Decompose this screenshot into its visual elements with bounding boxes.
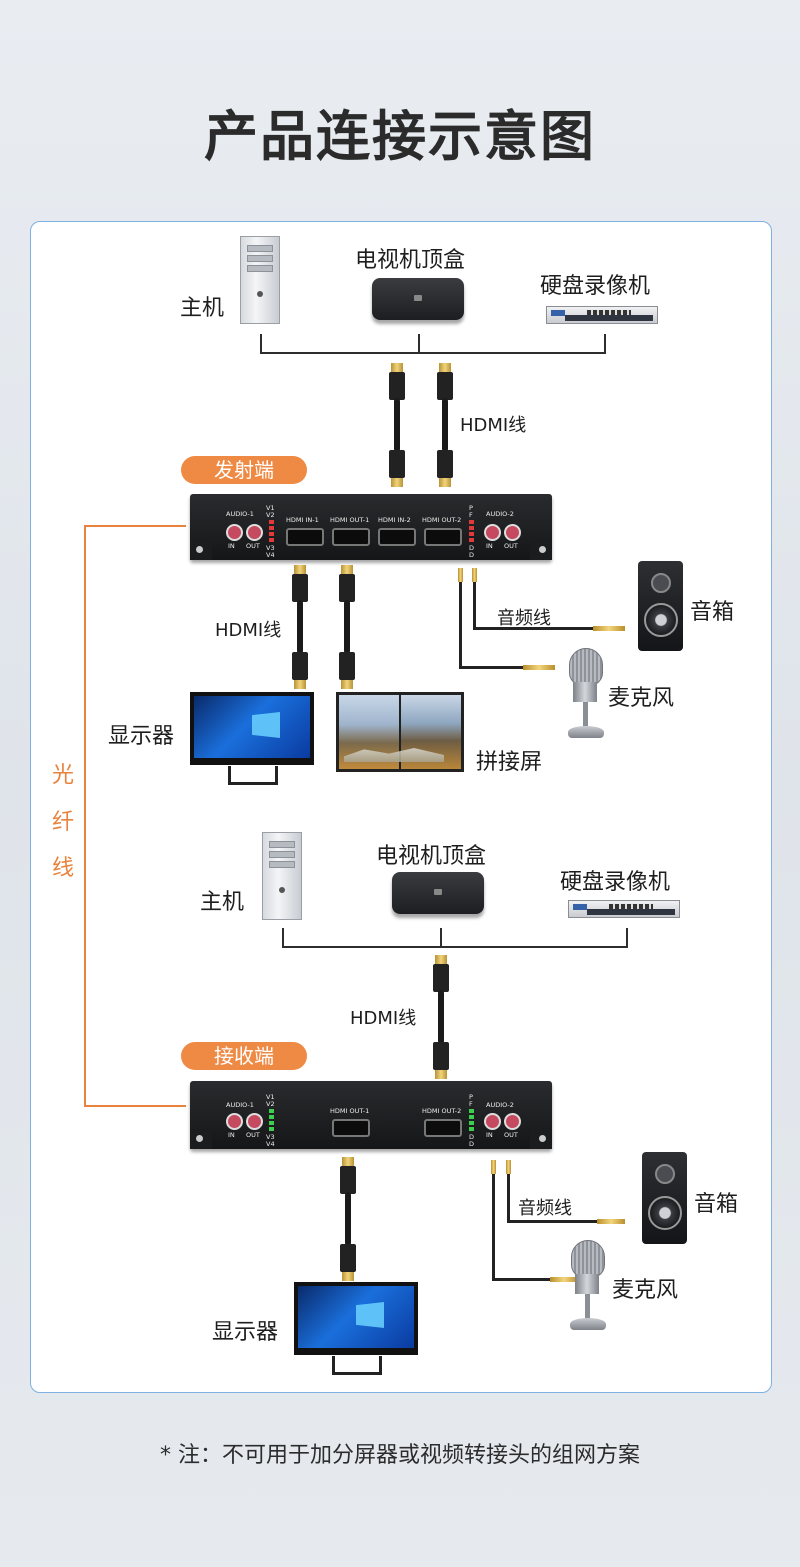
rx-hdmi-out1-port [332, 1119, 370, 1137]
rx-hdmi-out2-port [424, 1119, 462, 1137]
speaker-top [638, 561, 683, 651]
hdmi-cable-tx-2 [339, 565, 355, 689]
receiver-badge: 接收端 [181, 1042, 307, 1070]
monitor-bottom [294, 1282, 418, 1378]
set-top-box-label-bottom: 电视机顶盒 [376, 844, 487, 869]
receiver-box: AUDIO-1 IN OUT V1 V2 V3 V4 HDMI OUT-1 HD… [190, 1081, 552, 1149]
video-wall [336, 692, 464, 772]
hdmi-cable-label-2: HDMI线 [215, 620, 282, 641]
tx-audio1-label: AUDIO-1 [226, 510, 254, 518]
monitor-top [190, 692, 314, 788]
monitor-label-bottom: 显示器 [212, 1320, 279, 1345]
host-label-top: 主机 [180, 296, 225, 321]
hdmi-cable-label-1: HDMI线 [460, 415, 527, 436]
nvr-top [546, 306, 658, 324]
set-top-box-top [372, 278, 464, 320]
page-title: 产品连接示意图 [204, 105, 596, 168]
speaker-label-top: 音箱 [690, 600, 735, 625]
fiber-label-3: 线 [51, 856, 74, 881]
speaker-bottom [642, 1152, 687, 1244]
rx-audio2-label: AUDIO-2 [486, 1101, 514, 1109]
tx-hdmi-in2-port [378, 528, 416, 546]
microphone-bottom [568, 1240, 608, 1332]
tx-hdmi-out2-label: HDMI OUT-2 [422, 516, 462, 524]
speaker-label-bottom: 音箱 [694, 1192, 739, 1217]
microphone-top [566, 648, 606, 740]
hdmi-cable-tx-1 [292, 565, 308, 689]
microphone-label-bottom: 麦克风 [612, 1278, 679, 1303]
tx-audio2-label: AUDIO-2 [486, 510, 514, 518]
tx-hdmi-out2-port [424, 528, 462, 546]
rx-hdmi-out2-label: HDMI OUT-2 [422, 1107, 462, 1115]
monitor-label-top: 显示器 [108, 724, 175, 749]
hdmi-cable-top-2 [437, 363, 453, 487]
host-pc-top [240, 236, 280, 324]
video-wall-label: 拼接屏 [476, 750, 543, 775]
nvr-label-top: 硬盘录像机 [540, 274, 651, 299]
rx-hdmi-out1-label: HDMI OUT-1 [330, 1107, 370, 1115]
fiber-label-2: 纤 [51, 810, 74, 835]
hdmi-cable-top-1 [389, 363, 405, 487]
source-bus-bottom [282, 946, 628, 948]
tx-hdmi-out1-port [332, 528, 370, 546]
footnote: * 注：不可用于加分屏器或视频转接头的组网方案 [160, 1443, 640, 1468]
fiber-label-1: 光 [51, 763, 74, 788]
tx-hdmi-in1-port [286, 528, 324, 546]
set-top-box-bottom [392, 872, 484, 914]
set-top-box-label-top: 电视机顶盒 [355, 248, 466, 273]
tx-hdmi-in1-label: HDMI IN-1 [286, 516, 319, 524]
audio-cable-label-2: 音频线 [518, 1198, 572, 1219]
host-label-bottom: 主机 [200, 890, 245, 915]
tx-hdmi-in2-label: HDMI IN-2 [378, 516, 411, 524]
tx-hdmi-out1-label: HDMI OUT-1 [330, 516, 370, 524]
hdmi-cable-rx-1 [340, 1157, 356, 1281]
nvr-bottom [568, 900, 680, 918]
hdmi-cable-bottom-1 [433, 955, 449, 1079]
fiber-line [84, 525, 86, 1107]
source-bus-top [260, 352, 606, 354]
audio-cable-label-1: 音频线 [497, 608, 551, 629]
host-pc-bottom [262, 832, 302, 920]
transmitter-badge: 发射端 [181, 456, 307, 484]
rx-audio1-label: AUDIO-1 [226, 1101, 254, 1109]
transmitter-box: AUDIO-1 IN OUT V1 V2 V3 V4 HDMI IN-1 HDM… [190, 494, 552, 560]
nvr-label-bottom: 硬盘录像机 [560, 870, 671, 895]
hdmi-cable-label-3: HDMI线 [350, 1008, 417, 1029]
microphone-label-top: 麦克风 [608, 686, 675, 711]
